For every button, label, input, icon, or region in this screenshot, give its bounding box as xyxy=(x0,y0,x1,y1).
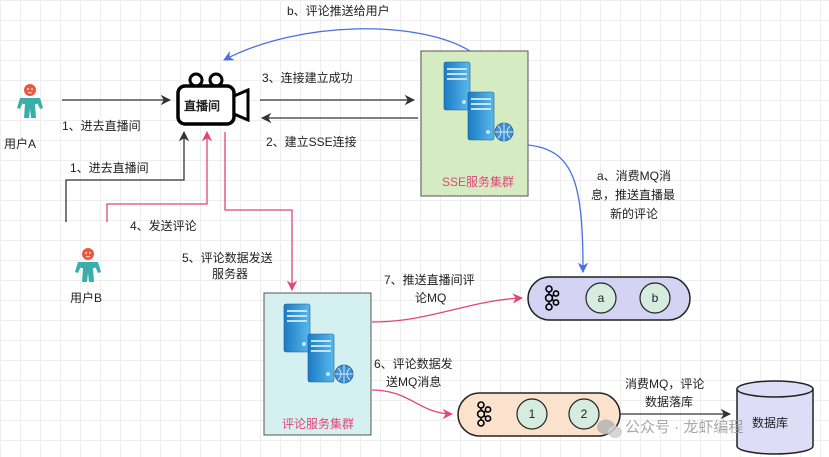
mq-bottom-node xyxy=(568,398,600,430)
edges: 1、进去直播间 1、进去直播间 4、发送评论 5、评论数据发送 服务器 b、评论… xyxy=(62,3,732,420)
edge-user-b-enter xyxy=(65,130,190,222)
live-room-label: 直播间 xyxy=(184,98,220,113)
mq-bottom-node-label: 1 xyxy=(529,407,536,421)
edge-user-b-enter-label: 1、进去直播间 xyxy=(70,161,149,175)
mq-top-node xyxy=(639,282,671,314)
server-icon xyxy=(467,91,495,141)
user-b-label: 用户B xyxy=(70,290,102,305)
watermark-text: 公众号 · 龙虾编程 xyxy=(625,419,743,436)
edge-push-user xyxy=(223,28,471,61)
edge-conn-ok-label: 3、连接建立成功 xyxy=(262,70,353,85)
edge-push-mq-label: 7、推送直播间评 xyxy=(384,272,475,287)
edge-persist-label: 数据落库 xyxy=(645,394,693,409)
watermark: 公众号 · 龙虾编程 xyxy=(597,419,743,438)
comment-cluster: 评论服务集群 xyxy=(263,292,372,436)
edge-sse-conn-label: 2、建立SSE连接 xyxy=(266,134,357,149)
mq-top-node-label: a xyxy=(598,291,605,305)
user-b-icon xyxy=(74,247,102,283)
edge-user-a-enter-label: 1、进去直播间 xyxy=(62,119,141,133)
sse-cluster: SSE服务集群 xyxy=(420,50,529,197)
sse-cluster-label: SSE服务集群 xyxy=(442,174,514,189)
mq-bottom-node-label: 2 xyxy=(581,407,588,421)
mq-bottom: 1 2 xyxy=(457,392,621,437)
mq-top: a b xyxy=(527,276,691,321)
wechat-icon xyxy=(597,419,622,438)
edge-send-server xyxy=(224,132,298,292)
server-icon xyxy=(307,333,335,383)
edge-send-server-label: 服务器 xyxy=(212,266,248,281)
globe-icon xyxy=(494,122,514,142)
edge-consume-label: 新的评论 xyxy=(610,206,658,221)
comment-cluster-label: 评论服务集群 xyxy=(282,416,354,431)
server-icon xyxy=(283,303,311,353)
edge-push-user-label: b、评论推送给用户 xyxy=(287,3,390,18)
edge-consume xyxy=(527,144,589,274)
edge-consume-label: a、消费MQ消 xyxy=(597,169,671,183)
edge-comment-mq-label: 送MQ消息 xyxy=(386,374,441,389)
edge-persist-label: 消费MQ，评论 xyxy=(625,377,704,391)
mq-top-node xyxy=(585,282,617,314)
mq-bottom-node xyxy=(516,398,548,430)
edge-comment-mq xyxy=(371,389,454,420)
edge-push-mq-label: 论MQ xyxy=(415,291,446,305)
live-room: 直播间 xyxy=(176,72,250,126)
edge-comment-mq-label: 6、评论数据发 xyxy=(374,356,453,371)
edge-send-server-label: 5、评论数据发送 xyxy=(182,250,273,265)
user-a: 用户A xyxy=(4,83,44,151)
user-b: 用户B xyxy=(70,247,102,305)
database-label: 数据库 xyxy=(752,415,788,430)
database: 数据库 xyxy=(736,380,814,455)
video-camera-icon xyxy=(176,72,250,126)
user-a-icon xyxy=(16,83,44,119)
user-a-label: 用户A xyxy=(4,136,36,151)
edge-user-b-send xyxy=(106,130,213,222)
edge-consume-label: 息，推送直播最 xyxy=(591,187,675,202)
edge-user-b-send-label: 4、发送评论 xyxy=(130,218,197,233)
database-icon xyxy=(736,380,814,455)
server-icon xyxy=(443,61,471,111)
mq-top-node-label: b xyxy=(652,291,659,305)
edge-push-mq xyxy=(371,293,524,323)
globe-icon xyxy=(334,364,354,384)
